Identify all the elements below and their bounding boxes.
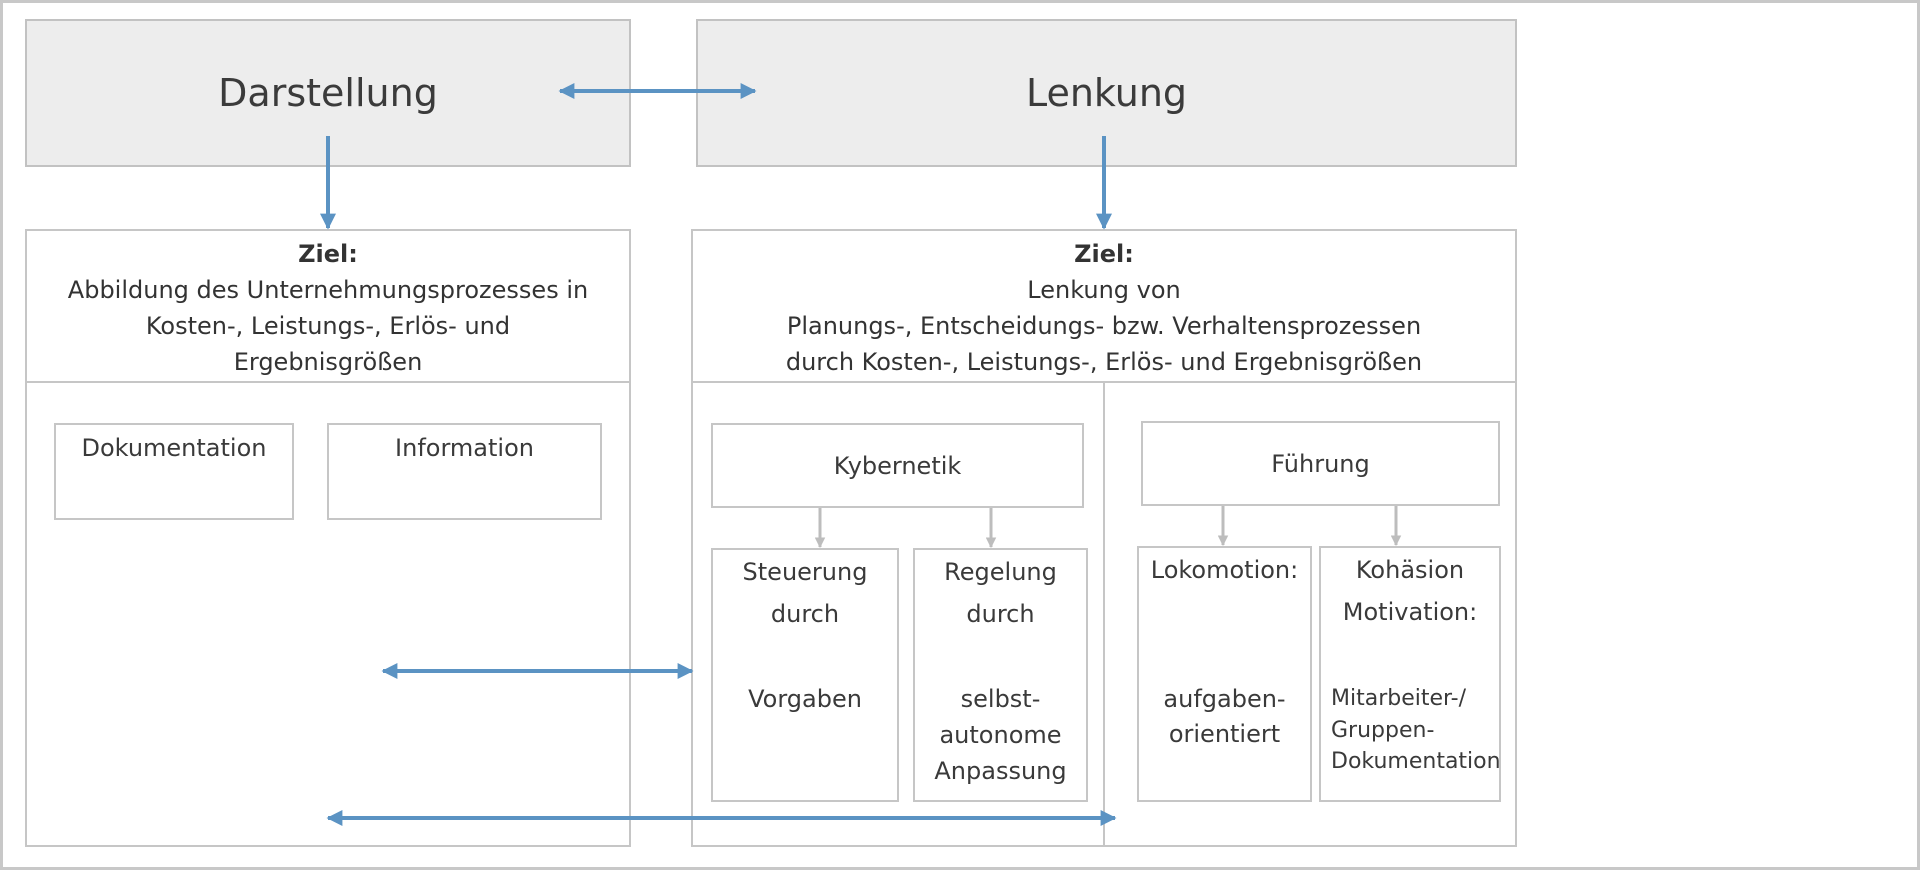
left-goal-line3: Ergebnisgrößen xyxy=(233,348,423,376)
regelung-line1: Regelung xyxy=(944,558,1057,586)
regelung-line5: Anpassung xyxy=(934,757,1067,785)
darstellung-title: Darstellung xyxy=(218,71,438,115)
right-goal-line3: durch Kosten-, Leistungs-, Erlös- und Er… xyxy=(785,348,1423,376)
steuerung-line3: Vorgaben xyxy=(748,685,862,713)
kohaesion-line4: Gruppen- xyxy=(1331,718,1435,743)
fuehrung-label: Führung xyxy=(1271,449,1370,478)
lokomotion-line2: aufgaben- xyxy=(1163,685,1286,713)
lokomotion-line1: Lokomotion: xyxy=(1150,556,1299,584)
right-goal-line2: Planungs-, Entscheidungs- bzw. Verhalten… xyxy=(786,312,1422,340)
information-box xyxy=(327,423,602,520)
right-panel-split xyxy=(1103,381,1105,847)
regelung-line4: autonome xyxy=(939,721,1062,749)
kohaesion-line2: Motivation: xyxy=(1342,598,1478,626)
dokumentation-box xyxy=(54,423,294,520)
left-goal-line1: Abbildung des Unternehmungsprozesses in xyxy=(67,276,589,304)
regelung-line3: selbst- xyxy=(960,685,1041,713)
steuerung-box xyxy=(711,548,899,802)
dokumentation-label: Dokumentation xyxy=(81,434,267,462)
lokomotion-box xyxy=(1137,546,1312,802)
left-panel xyxy=(25,229,631,847)
right-goal-heading: Ziel: xyxy=(1074,240,1134,268)
left-goal-text: Ziel: Abbildung des Unternehmungsprozess… xyxy=(27,236,629,380)
kohaesion-box xyxy=(1319,546,1501,802)
kohaesion-line5: Dokumentation xyxy=(1331,749,1501,774)
regelung-line2: durch xyxy=(966,600,1035,628)
information-label: Information xyxy=(395,434,534,462)
regelung-box xyxy=(913,548,1088,802)
right-goal-text: Ziel: Lenkung von Planungs-, Entscheidun… xyxy=(693,236,1515,380)
lenkung-box: Lenkung xyxy=(696,19,1517,167)
fuehrung-box: Führung xyxy=(1141,421,1500,506)
kohaesion-line3: Mitarbeiter-/ xyxy=(1331,686,1467,711)
steuerung-line2: durch xyxy=(770,600,840,628)
left-goal-line2: Kosten-, Leistungs-, Erlös- und xyxy=(145,312,511,340)
right-goal-line1: Lenkung von xyxy=(1027,276,1181,304)
kybernetik-label: Kybernetik xyxy=(833,451,962,480)
lenkung-title: Lenkung xyxy=(1025,71,1188,115)
steuerung-line1: Steuerung xyxy=(742,558,868,586)
kybernetik-box: Kybernetik xyxy=(711,423,1084,508)
left-goal-heading: Ziel: xyxy=(298,240,358,268)
lokomotion-line3: orientiert xyxy=(1168,720,1281,748)
kohaesion-line1: Kohäsion xyxy=(1355,556,1465,584)
left-panel-divider xyxy=(25,381,631,383)
